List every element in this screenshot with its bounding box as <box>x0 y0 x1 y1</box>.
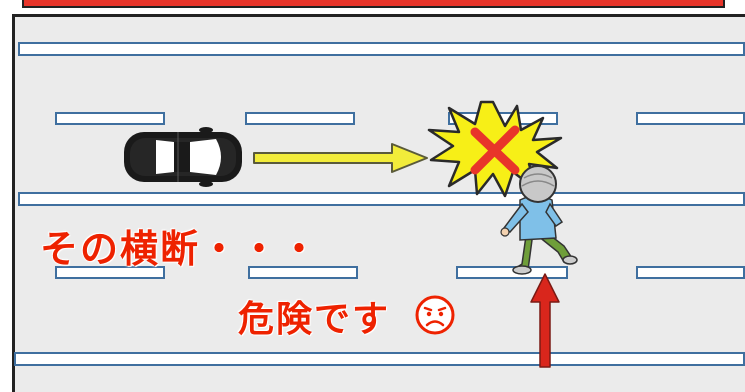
lane-dash <box>55 266 165 279</box>
car-icon <box>124 127 242 187</box>
sad-face-icon <box>415 295 455 335</box>
red-cross-icon <box>470 125 520 175</box>
lane-line-middle <box>18 192 745 206</box>
lane-dash <box>55 112 165 125</box>
lane-dash <box>456 266 568 279</box>
top-red-strip <box>22 0 725 8</box>
elderly-pedestrian-icon <box>500 165 578 275</box>
lane-line-top <box>18 42 745 56</box>
lane-dash <box>636 112 745 125</box>
lane-dash <box>245 112 355 125</box>
lane-dash <box>248 266 358 279</box>
lane-line-bottom <box>14 352 745 366</box>
lane-dash <box>636 266 745 279</box>
right-arrow-icon <box>253 143 428 173</box>
up-arrow-icon <box>530 273 560 368</box>
caption-crossing: その横断・・・ <box>40 227 321 271</box>
caption-danger: 危険です <box>238 299 391 340</box>
